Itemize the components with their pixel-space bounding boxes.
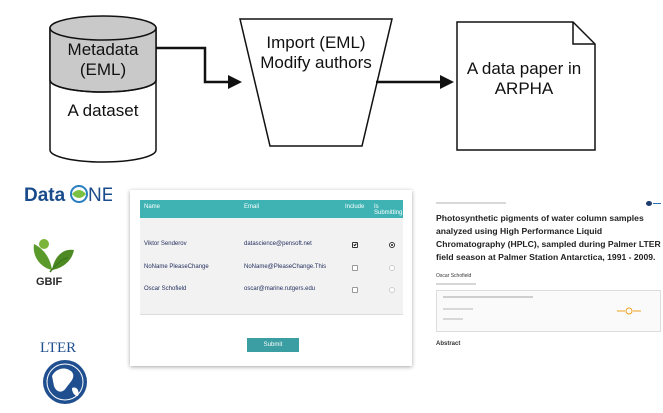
metadata-label: Metadata (EML)	[67, 40, 139, 79]
arrow-cylinder-to-funnel	[156, 46, 242, 89]
copyright-line	[443, 308, 473, 310]
paper-header-bar	[436, 202, 506, 204]
author-name: Oscar Schofield	[144, 286, 187, 292]
submitting-radio[interactable]	[389, 265, 395, 271]
journal-icon	[646, 201, 652, 206]
include-checkbox[interactable]	[352, 242, 358, 248]
submitting-radio[interactable]	[389, 287, 395, 293]
include-checkbox[interactable]	[352, 287, 358, 293]
svg-text:GBIF: GBIF	[36, 276, 63, 288]
svg-text:Data: Data	[24, 185, 66, 206]
paper-author: Oscar Schofield	[436, 273, 472, 279]
paper-title: Photosynthetic pigments of water column …	[436, 213, 661, 262]
dataset-cylinder	[49, 15, 157, 163]
svg-text:LTER: LTER	[40, 340, 76, 356]
include-checkbox[interactable]	[352, 265, 358, 271]
table-body: Viktor Senderov datascience@pensoft.net …	[140, 218, 403, 315]
author-email: NoName@PleaseChange.This	[244, 264, 327, 270]
authors-panel: Name Email Include Is Submitting Viktor …	[130, 190, 412, 366]
table-header: Name Email Include Is Submitting	[140, 200, 403, 218]
print-link[interactable]	[653, 203, 661, 204]
import-funnel	[239, 18, 393, 147]
svg-text:NE: NE	[88, 185, 112, 206]
open-access-icon	[615, 302, 643, 315]
corresponding-line	[443, 296, 533, 298]
author-name: NoName PleaseChange	[144, 264, 209, 270]
author-email: oscar@marine.rutgers.edu	[244, 286, 316, 292]
header-include: Include	[345, 204, 365, 210]
submit-button[interactable]: Submit	[247, 338, 299, 352]
funnel-label: Import (EML) Modify authors	[260, 33, 372, 72]
affiliation-line	[436, 283, 476, 285]
gbif-logo: GBIF	[28, 228, 78, 288]
lter-logo: LTER	[38, 338, 96, 408]
header-submitting: Is Submitting	[374, 204, 403, 216]
paper-preview: Photosynthetic pigments of water column …	[432, 196, 662, 348]
header-name: Name	[144, 204, 161, 210]
author-email: datascience@pensoft.net	[244, 241, 312, 247]
submitting-radio[interactable]	[389, 242, 395, 248]
citation-line	[443, 318, 463, 320]
dataone-logo: Data NE	[22, 182, 114, 206]
arrow-funnel-to-document	[376, 75, 454, 89]
author-name: Viktor Senderov	[144, 241, 187, 247]
header-email: Email	[244, 204, 260, 210]
correspondence-box	[436, 290, 661, 332]
dataset-label: A dataset	[67, 101, 139, 120]
document-label: A data paper in ARPHA	[466, 59, 582, 98]
abstract-heading: Abstract	[436, 341, 461, 347]
data-paper-document	[456, 21, 596, 151]
flow-diagram	[49, 15, 596, 163]
